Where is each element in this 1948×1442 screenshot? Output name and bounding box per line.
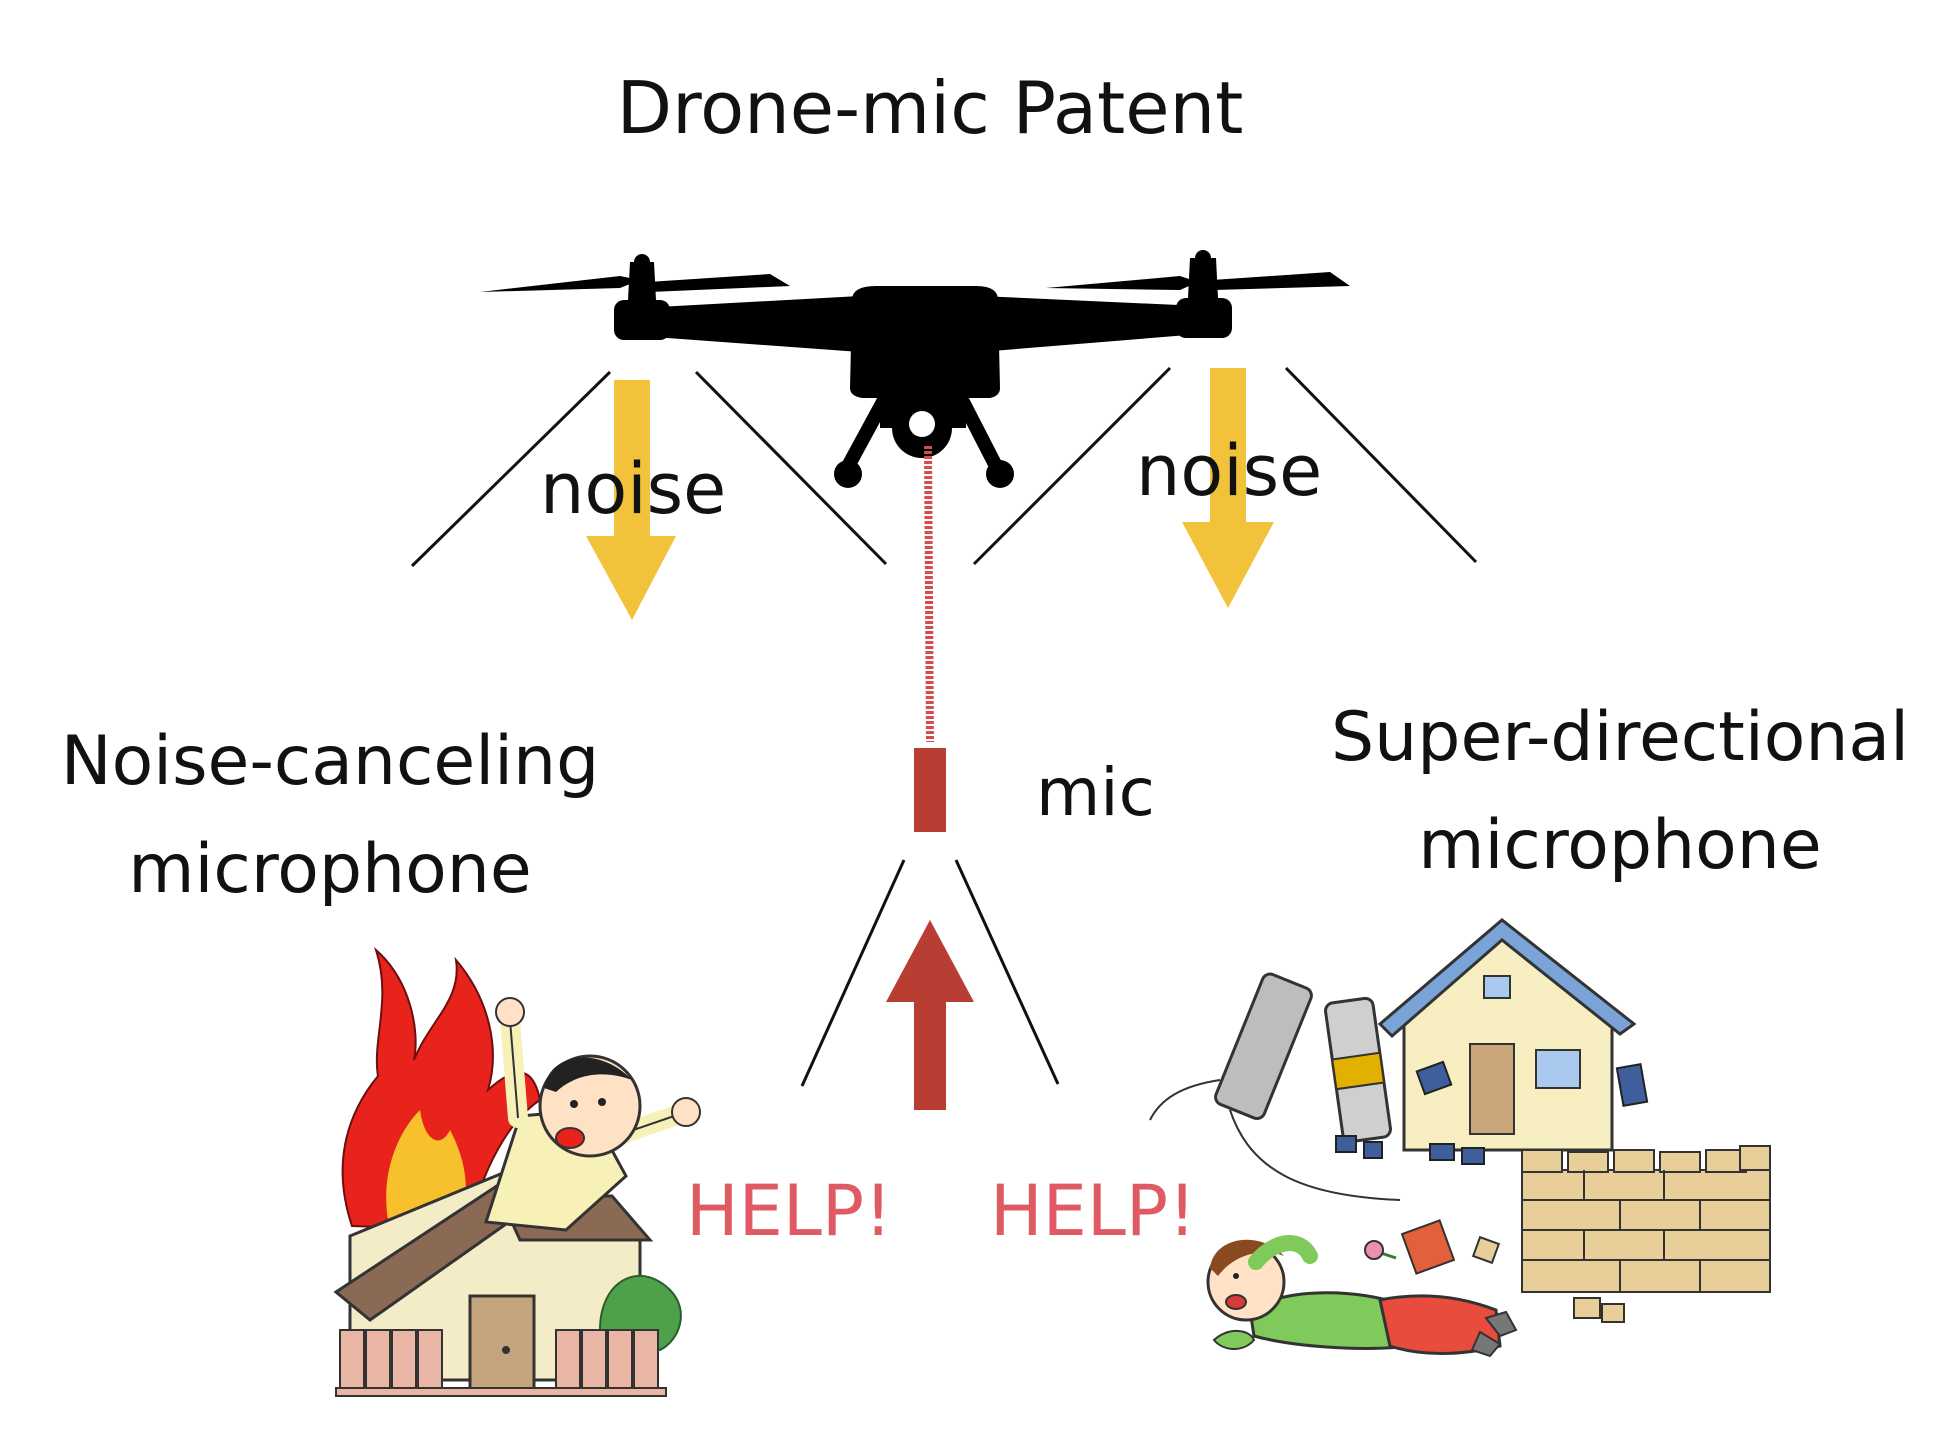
super-directional-label-line2: microphone <box>1418 806 1822 885</box>
mic-cable <box>924 445 934 743</box>
microphone-icon <box>914 748 946 832</box>
quadcopter-drone-icon <box>480 250 1350 488</box>
super-directional-label-line1: Super-directional <box>1331 698 1909 777</box>
noise-label-right: noise <box>1136 430 1323 512</box>
help-cone-lines <box>800 859 1060 1087</box>
arrow-down-icon <box>1182 368 1274 608</box>
help-label-left: HELP! <box>686 1170 893 1252</box>
noise-label-left: noise <box>540 448 727 530</box>
burning-house-person-icon <box>333 946 701 1397</box>
arrow-up-icon <box>886 920 974 1110</box>
collapsed-house-injured-person-icon <box>1149 918 1771 1358</box>
noise-canceling-label-line1: Noise-canceling <box>60 722 600 801</box>
help-label-right: HELP! <box>990 1170 1197 1252</box>
noise-canceling-label-line2: microphone <box>128 830 532 909</box>
noise-cone-lines <box>410 366 1478 568</box>
arrow-down-icon <box>586 380 676 620</box>
mic-label: mic <box>1036 754 1155 831</box>
page-title: Drone-mic Patent <box>616 66 1244 150</box>
